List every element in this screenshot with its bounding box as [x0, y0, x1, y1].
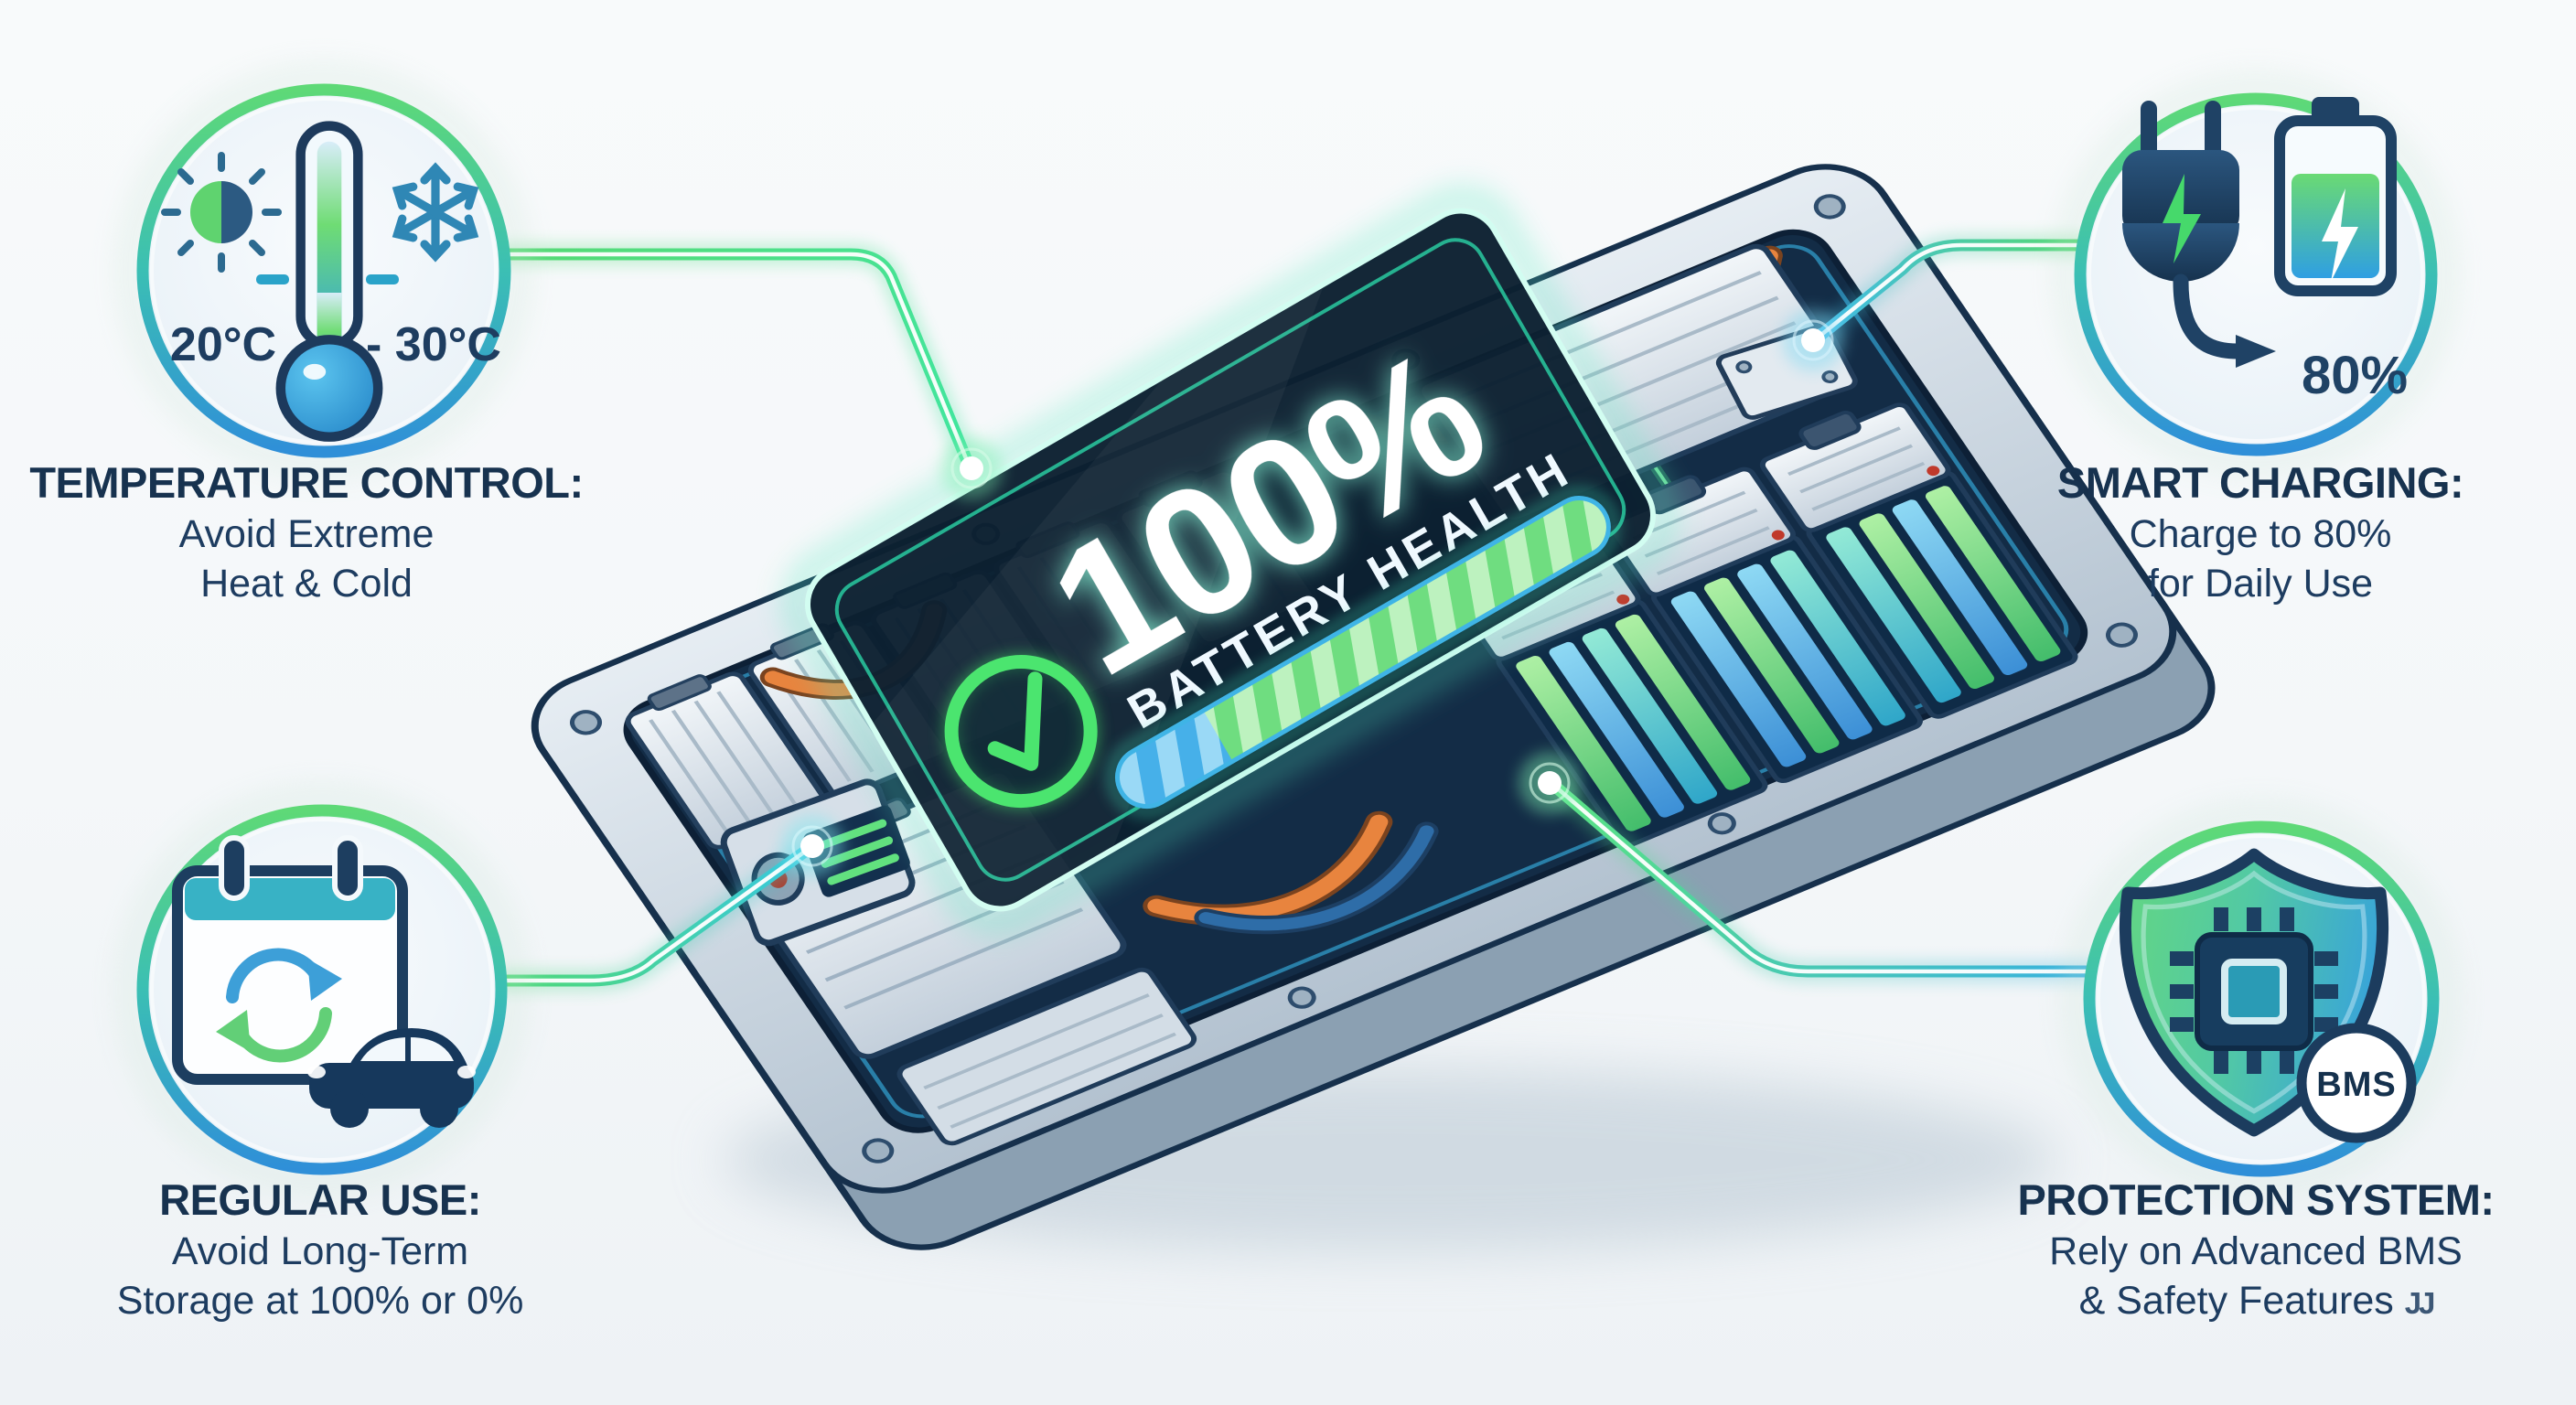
protection-line-2: & Safety Features JJ [1936, 1276, 2576, 1325]
glow-dot-protection [1519, 752, 1581, 814]
protection-line-1: Rely on Advanced BMS [2049, 1229, 2463, 1274]
refresh-icon [216, 948, 342, 1063]
battery-icon [2274, 97, 2397, 296]
connector-line-usage [490, 838, 820, 992]
temperature-line-1: Avoid Extreme [178, 512, 435, 557]
connector-lines [490, 234, 2103, 992]
temperature-line-2: Heat & Cold [200, 562, 413, 606]
protection-title: PROTECTION SYSTEM: [2017, 1175, 2495, 1224]
glow-dot-charging [1782, 309, 1844, 371]
cold-temp-label: - 30°C [366, 318, 501, 371]
usage-line-2: Storage at 100% or 0% [116, 1279, 524, 1324]
glow-dots [781, 309, 1844, 877]
hot-temp-label: 20°C [170, 318, 276, 371]
charging-line-2: for Daily Use [2147, 562, 2374, 606]
protection-caption: PROTECTION SYSTEM: Rely on Advanced BMS … [1936, 1173, 2576, 1326]
plug-bolt-icon [2163, 174, 2201, 263]
charge-limit-label: 80% [2302, 346, 2408, 405]
temperature-caption: TEMPERATURE CONTROL: Avoid Extreme Heat … [9, 456, 604, 609]
display-glow [785, 188, 1676, 931]
badge-circle-charging: 80% [2057, 76, 2454, 473]
connector-line-protection [1542, 774, 2103, 982]
protection-line-2-text: & Safety Features [2078, 1279, 2394, 1324]
sun-icon [161, 152, 282, 273]
progress-bar [1106, 487, 1620, 818]
chip-icon [2170, 907, 2338, 1074]
check-icon [943, 653, 1100, 810]
bms-badge: BMS [2296, 1023, 2417, 1143]
progress-bar-start-segment [1106, 710, 1233, 818]
arrow-right-icon [2236, 335, 2276, 368]
bms-badge-label: BMS [2316, 1066, 2396, 1104]
battery-bolt-icon [2322, 188, 2358, 282]
usage-title: REGULAR USE: [159, 1175, 481, 1224]
hot-tick [256, 274, 289, 284]
connector-line-temperature [493, 243, 979, 474]
thermometer-icon [275, 121, 383, 442]
connector-line-charging [1806, 234, 2094, 349]
usage-line-1: Avoid Long-Term [171, 1229, 469, 1274]
glow-dot-usage [781, 815, 843, 877]
cold-tick [366, 274, 399, 284]
usage-caption: REGULAR USE: Avoid Long-Term Storage at … [27, 1173, 613, 1326]
generation-artifact: JJ [2404, 1286, 2436, 1321]
charging-line-1: Charge to 80% [2129, 512, 2392, 557]
charging-caption: SMART CHARGING: Charge to 80% for Daily … [1963, 456, 2558, 609]
badge-circle-temperature: 20°C - 30°C [120, 67, 528, 475]
calendar-icon [172, 835, 408, 1085]
temperature-title: TEMPERATURE CONTROL: [29, 458, 584, 507]
glow-dot-temperature [940, 437, 1003, 499]
plug-icon [2122, 101, 2276, 368]
car-icon [307, 1028, 476, 1128]
cell-modules [1449, 402, 2078, 848]
badge-circle-protection: BMS [2066, 804, 2456, 1194]
snowflake-icon [392, 162, 479, 263]
badge-circle-usage [120, 788, 524, 1192]
charging-title: SMART CHARGING: [2056, 458, 2464, 507]
module-left-small [896, 967, 1197, 1146]
